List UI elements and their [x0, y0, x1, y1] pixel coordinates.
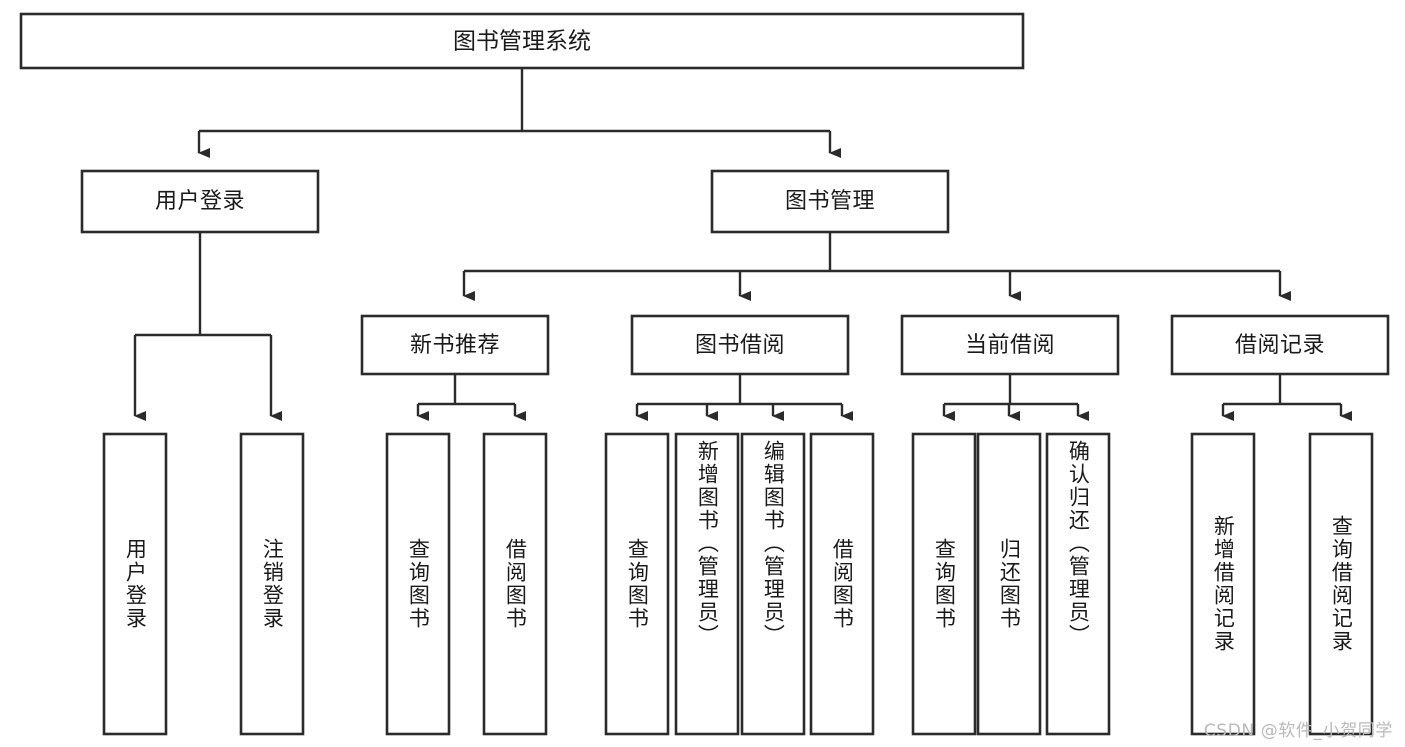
node-label-user-login: 用户登录	[155, 189, 245, 214]
node-box-borrow-record[interactable]	[1170, 314, 1390, 376]
node-box-leaf-query-record[interactable]	[1308, 432, 1374, 736]
node-label-current-borrow: 当前借阅	[965, 333, 1055, 358]
node-label-borrow-record: 借阅记录	[1235, 333, 1325, 358]
node-box-leaf-user-login[interactable]	[102, 432, 168, 736]
node-box-leaf-query-book-newbook[interactable]	[385, 432, 451, 736]
node-box-leaf-logout[interactable]	[239, 432, 305, 736]
node-box-book-manage[interactable]	[710, 169, 950, 234]
node-box-new-book[interactable]	[360, 314, 550, 376]
node-box-leaf-borrow-book[interactable]	[809, 432, 875, 736]
node-label-book-borrow: 图书借阅	[695, 333, 785, 358]
node-box-leaf-add-record[interactable]	[1190, 432, 1256, 736]
node-box-leaf-add-book[interactable]	[674, 432, 740, 736]
node-label-new-book: 新书推荐	[410, 333, 500, 358]
node-box-leaf-confirm-return[interactable]	[1045, 432, 1111, 736]
node-box-leaf-return-book[interactable]	[976, 432, 1042, 736]
node-label-book-manage: 图书管理	[785, 189, 875, 214]
node-box-leaf-query-book-current[interactable]	[911, 432, 977, 736]
node-box-root[interactable]	[19, 12, 1025, 70]
node-box-leaf-query-book-borrow[interactable]	[604, 432, 670, 736]
node-box-current-borrow[interactable]	[900, 314, 1120, 376]
node-label-root: 图书管理系统	[453, 29, 591, 55]
node-box-leaf-borrow-book-newbook[interactable]	[482, 432, 548, 736]
node-box-leaf-edit-book[interactable]	[740, 432, 806, 736]
node-box-book-borrow[interactable]	[630, 314, 850, 376]
